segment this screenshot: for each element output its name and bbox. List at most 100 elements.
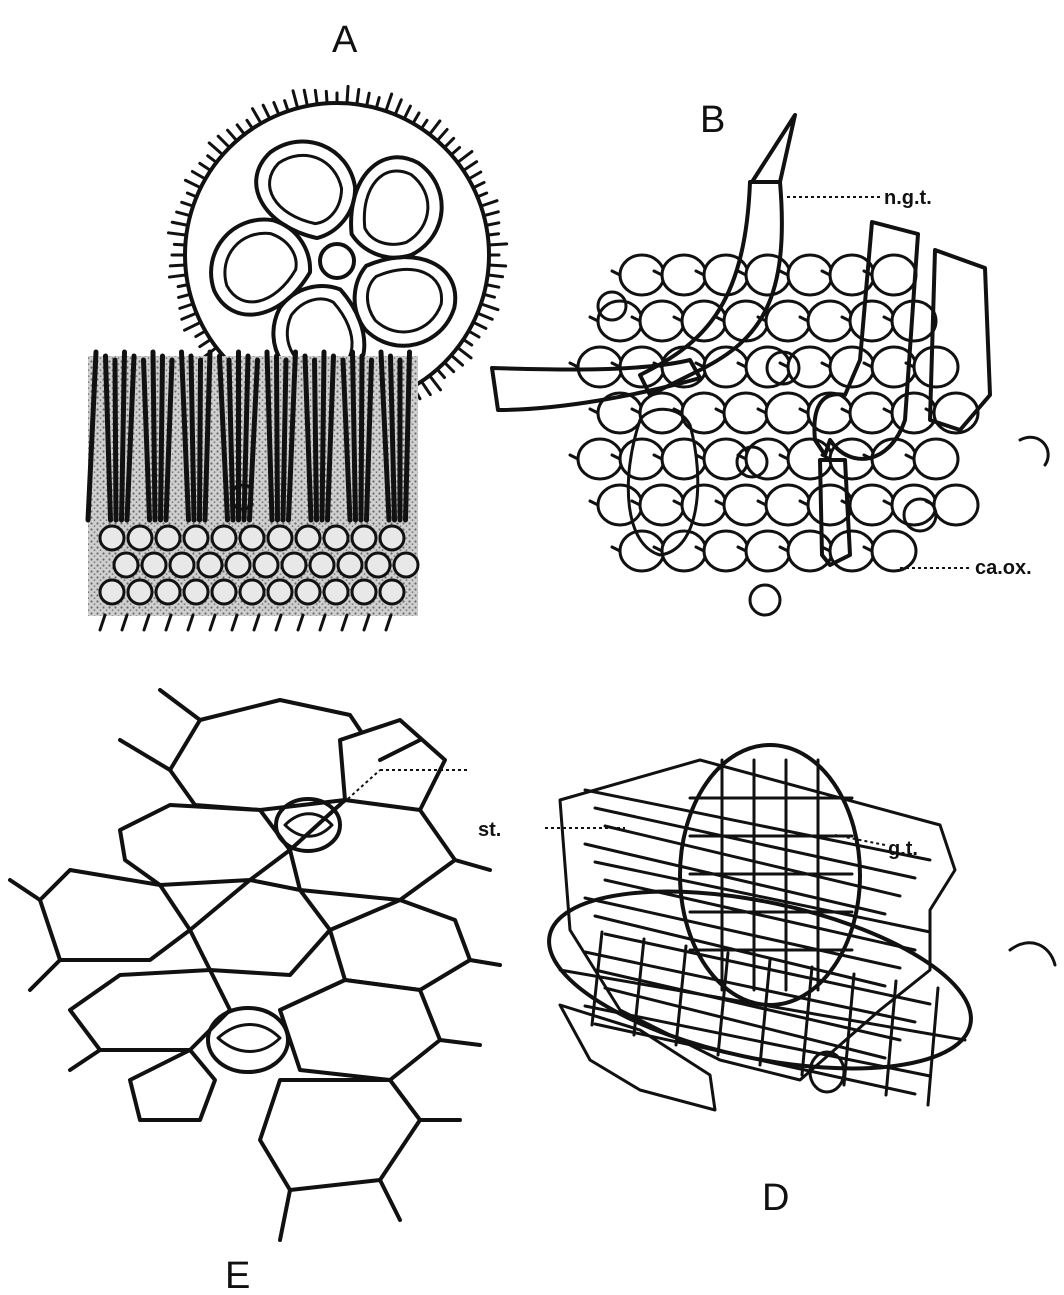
parenchyma-cell: [766, 393, 810, 433]
parenchyma-cell: [808, 301, 852, 341]
oxalate-crystal: [750, 585, 780, 615]
spine: [430, 376, 441, 390]
label-ngt: n.g.t.: [884, 187, 932, 209]
parenchyma-cell: [620, 439, 664, 479]
mesophyll-cell: [198, 553, 222, 577]
edge-hook: [1010, 943, 1055, 965]
mesophyll-cell: [212, 526, 236, 550]
cell-spur: [210, 615, 215, 630]
spine: [489, 265, 506, 266]
gland-septum: [760, 960, 770, 1065]
mesophyll-cell: [282, 553, 306, 577]
gland-septum: [802, 967, 812, 1075]
epidermal-cell: [70, 970, 230, 1050]
cell-spur: [320, 615, 325, 630]
mesophyll-cell: [240, 526, 264, 550]
spine: [347, 86, 348, 103]
mesophyll-cell: [156, 580, 180, 604]
mesophyll-cell: [100, 526, 124, 550]
mesophyll-cell: [268, 526, 292, 550]
mesophyll-cell: [394, 553, 418, 577]
central-cell: [320, 244, 354, 278]
lobe-inner: [222, 231, 299, 304]
mesophyll-cell: [268, 580, 292, 604]
parenchyma-cell: [746, 531, 790, 571]
palisade-cell: [315, 360, 317, 520]
epidermal-strand: [585, 952, 915, 1022]
lobe: [336, 234, 469, 366]
parenchyma-cell: [640, 301, 684, 341]
panel-label-c: C: [228, 477, 255, 519]
cell-spur: [386, 615, 391, 630]
mesophyll-cell: [324, 526, 348, 550]
panel-e-epidermis: [10, 690, 500, 1240]
cell-spur: [144, 615, 149, 630]
cell-spur: [455, 860, 490, 870]
parenchyma-cell: [830, 531, 874, 571]
label-caox: ca.ox.: [975, 557, 1032, 579]
panel-label-e: E: [225, 1255, 250, 1295]
mesophyll-cell: [380, 526, 404, 550]
parenchyma-cell: [914, 347, 958, 387]
cell-spur: [166, 615, 171, 630]
palisade-cell: [361, 356, 362, 520]
mesophyll-cell: [156, 526, 180, 550]
mesophyll-cell: [170, 553, 194, 577]
cell-spur: [160, 690, 200, 720]
mesophyll-cell: [310, 553, 334, 577]
cell-spur: [188, 615, 193, 630]
epidermal-cell: [330, 900, 470, 990]
palisade-cell: [122, 352, 125, 520]
parenchyma-cell: [662, 255, 706, 295]
mesophyll-cell: [324, 580, 348, 604]
cell-spur: [470, 960, 500, 965]
label-st: st.: [478, 819, 501, 841]
mesophyll-cell: [128, 580, 152, 604]
spine: [458, 152, 472, 163]
mesophyll-cell: [114, 553, 138, 577]
mesophyll-cell: [240, 580, 264, 604]
parenchyma-cell: [872, 255, 916, 295]
parenchyma-cell: [914, 439, 958, 479]
parenchyma-cell: [704, 255, 748, 295]
parenchyma-cell: [598, 301, 642, 341]
parenchyma-cell: [682, 393, 726, 433]
spine: [451, 355, 462, 365]
cell-spur: [440, 1040, 480, 1045]
cell-spur: [380, 1180, 400, 1220]
gland-septum: [676, 946, 686, 1045]
spine: [481, 304, 498, 310]
stoma: [208, 1008, 288, 1072]
epidermal-strand: [585, 898, 900, 968]
parenchyma-cell: [598, 485, 642, 525]
parenchyma-cell: [724, 393, 768, 433]
panel-label-a: A: [332, 19, 358, 61]
cell-spur: [10, 880, 40, 900]
cell-spur: [232, 615, 237, 630]
spine: [218, 136, 229, 147]
parenchyma-cell: [578, 439, 622, 479]
parenchyma-cell: [850, 393, 894, 433]
mesophyll-cell: [226, 553, 250, 577]
spine: [473, 322, 486, 328]
parenchyma-cell: [724, 485, 768, 525]
epidermal-strands: [560, 760, 955, 1080]
spine: [489, 244, 507, 245]
palisade-cell: [322, 352, 324, 520]
parenchyma-cell: [766, 485, 810, 525]
spine: [463, 162, 476, 171]
cell-spur: [254, 615, 259, 630]
spine: [185, 180, 200, 188]
parenchyma-cell: [850, 485, 894, 525]
cell-spur: [30, 960, 60, 990]
spine: [180, 304, 193, 309]
parenchyma-cell: [620, 531, 664, 571]
parenchyma-cell: [850, 301, 894, 341]
mesophyll-cell: [352, 526, 376, 550]
mesophyll-cell: [184, 580, 208, 604]
mesophyll-cell: [254, 553, 278, 577]
spine: [488, 275, 503, 277]
epidermal-cell: [120, 805, 290, 885]
cell-spur: [342, 615, 347, 630]
epidermal-strand: [585, 790, 930, 860]
